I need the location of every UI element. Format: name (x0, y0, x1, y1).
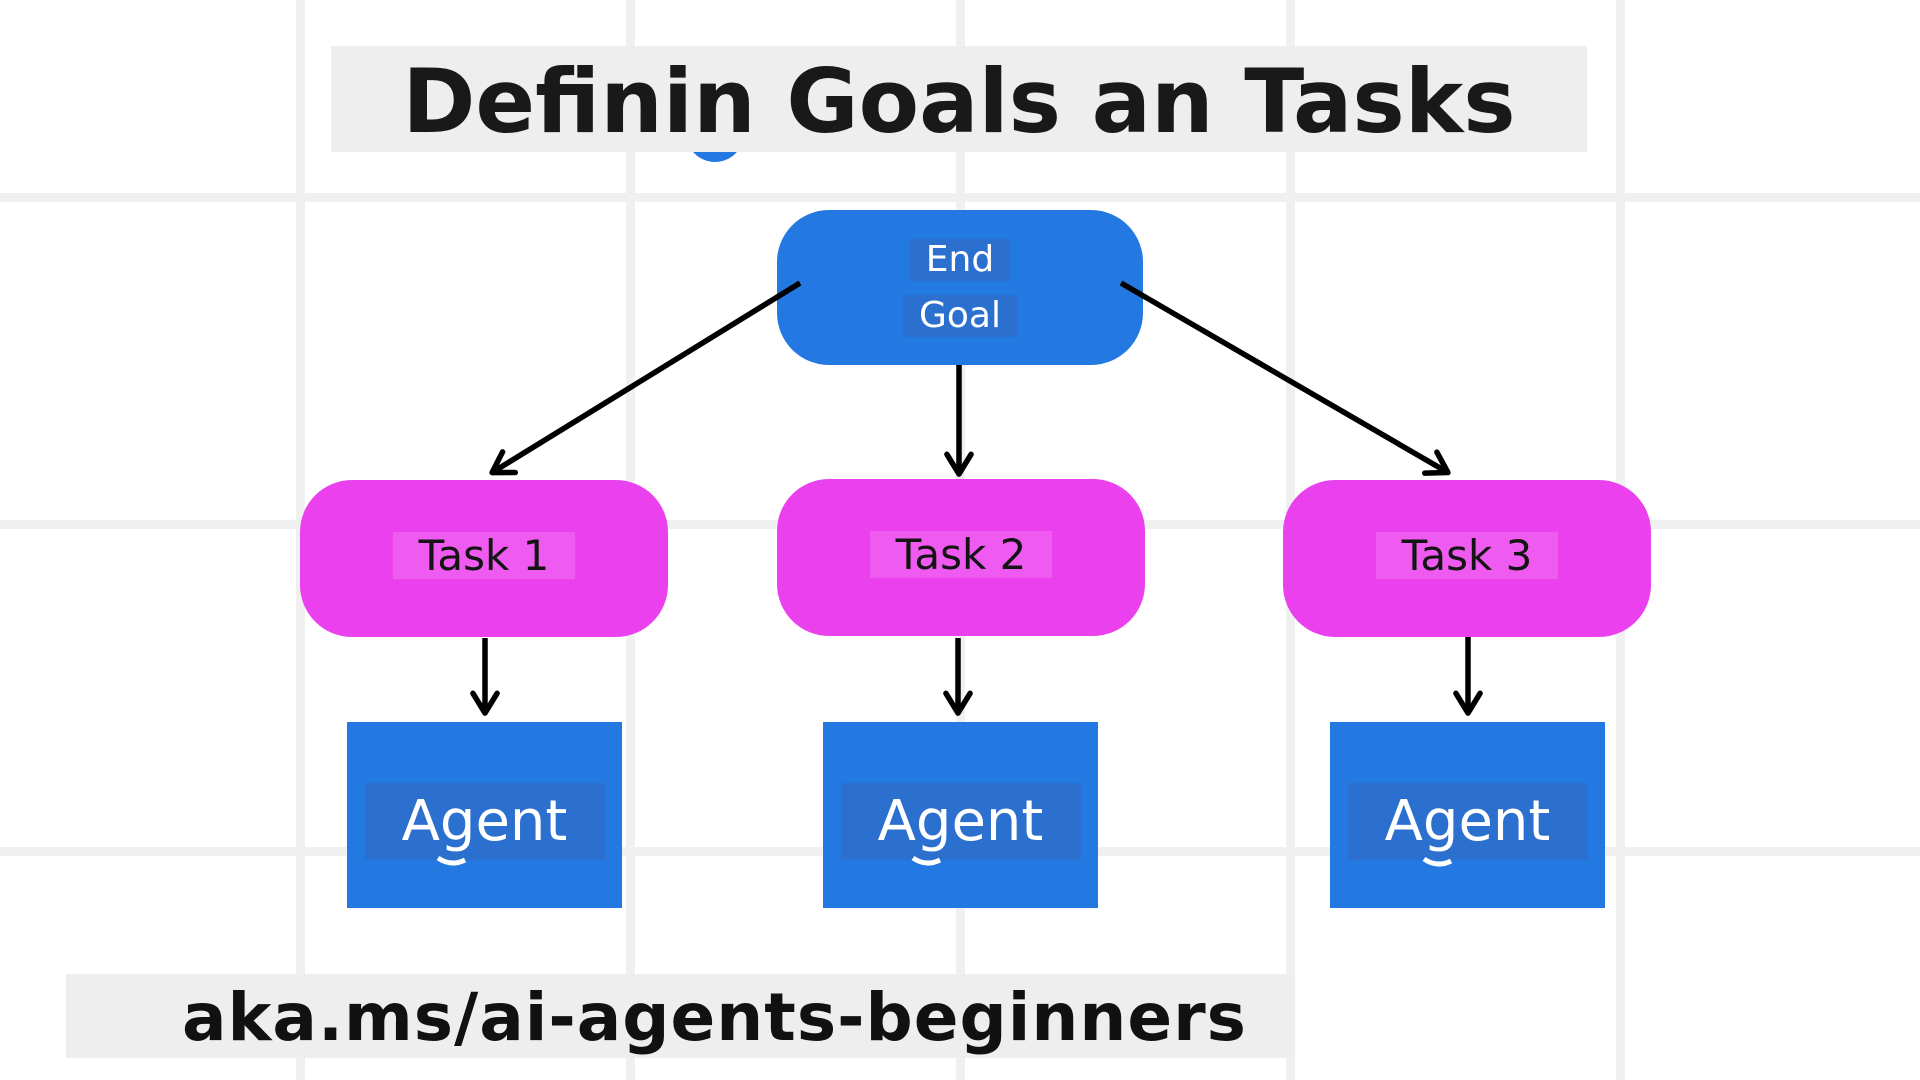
agent-1-node: Agent (347, 722, 622, 908)
agent-1-label: Agent (364, 782, 605, 860)
agent-2-label: Agent (840, 782, 1081, 860)
task-1-label: Task 1 (392, 532, 576, 579)
task-2-label: Task 2 (869, 531, 1053, 578)
agent-3-node: Agent (1330, 722, 1605, 908)
edge-endgoal-task1 (489, 280, 802, 476)
task-1-node: Task 1 (300, 480, 668, 637)
title-panel: Definin Goals an Tasks (331, 46, 1587, 153)
end-goal-label-line1: End (909, 238, 1011, 281)
page-title: Definin Goals an Tasks (402, 49, 1516, 153)
end-goal-label-line2: Goal (903, 294, 1017, 337)
footer-url: aka.ms/ai-agents-beginners (182, 978, 1247, 1056)
edge-endgoal-task3 (1119, 280, 1451, 476)
task-2-node: Task 2 (777, 479, 1145, 636)
end-goal-node: End Goal (777, 210, 1143, 365)
task-3-node: Task 3 (1283, 480, 1651, 637)
agent-2-node: Agent (823, 722, 1098, 908)
agent-3-label: Agent (1347, 782, 1588, 860)
footer-panel: aka.ms/ai-agents-beginners (66, 974, 1295, 1058)
task-3-label: Task 3 (1375, 532, 1559, 579)
